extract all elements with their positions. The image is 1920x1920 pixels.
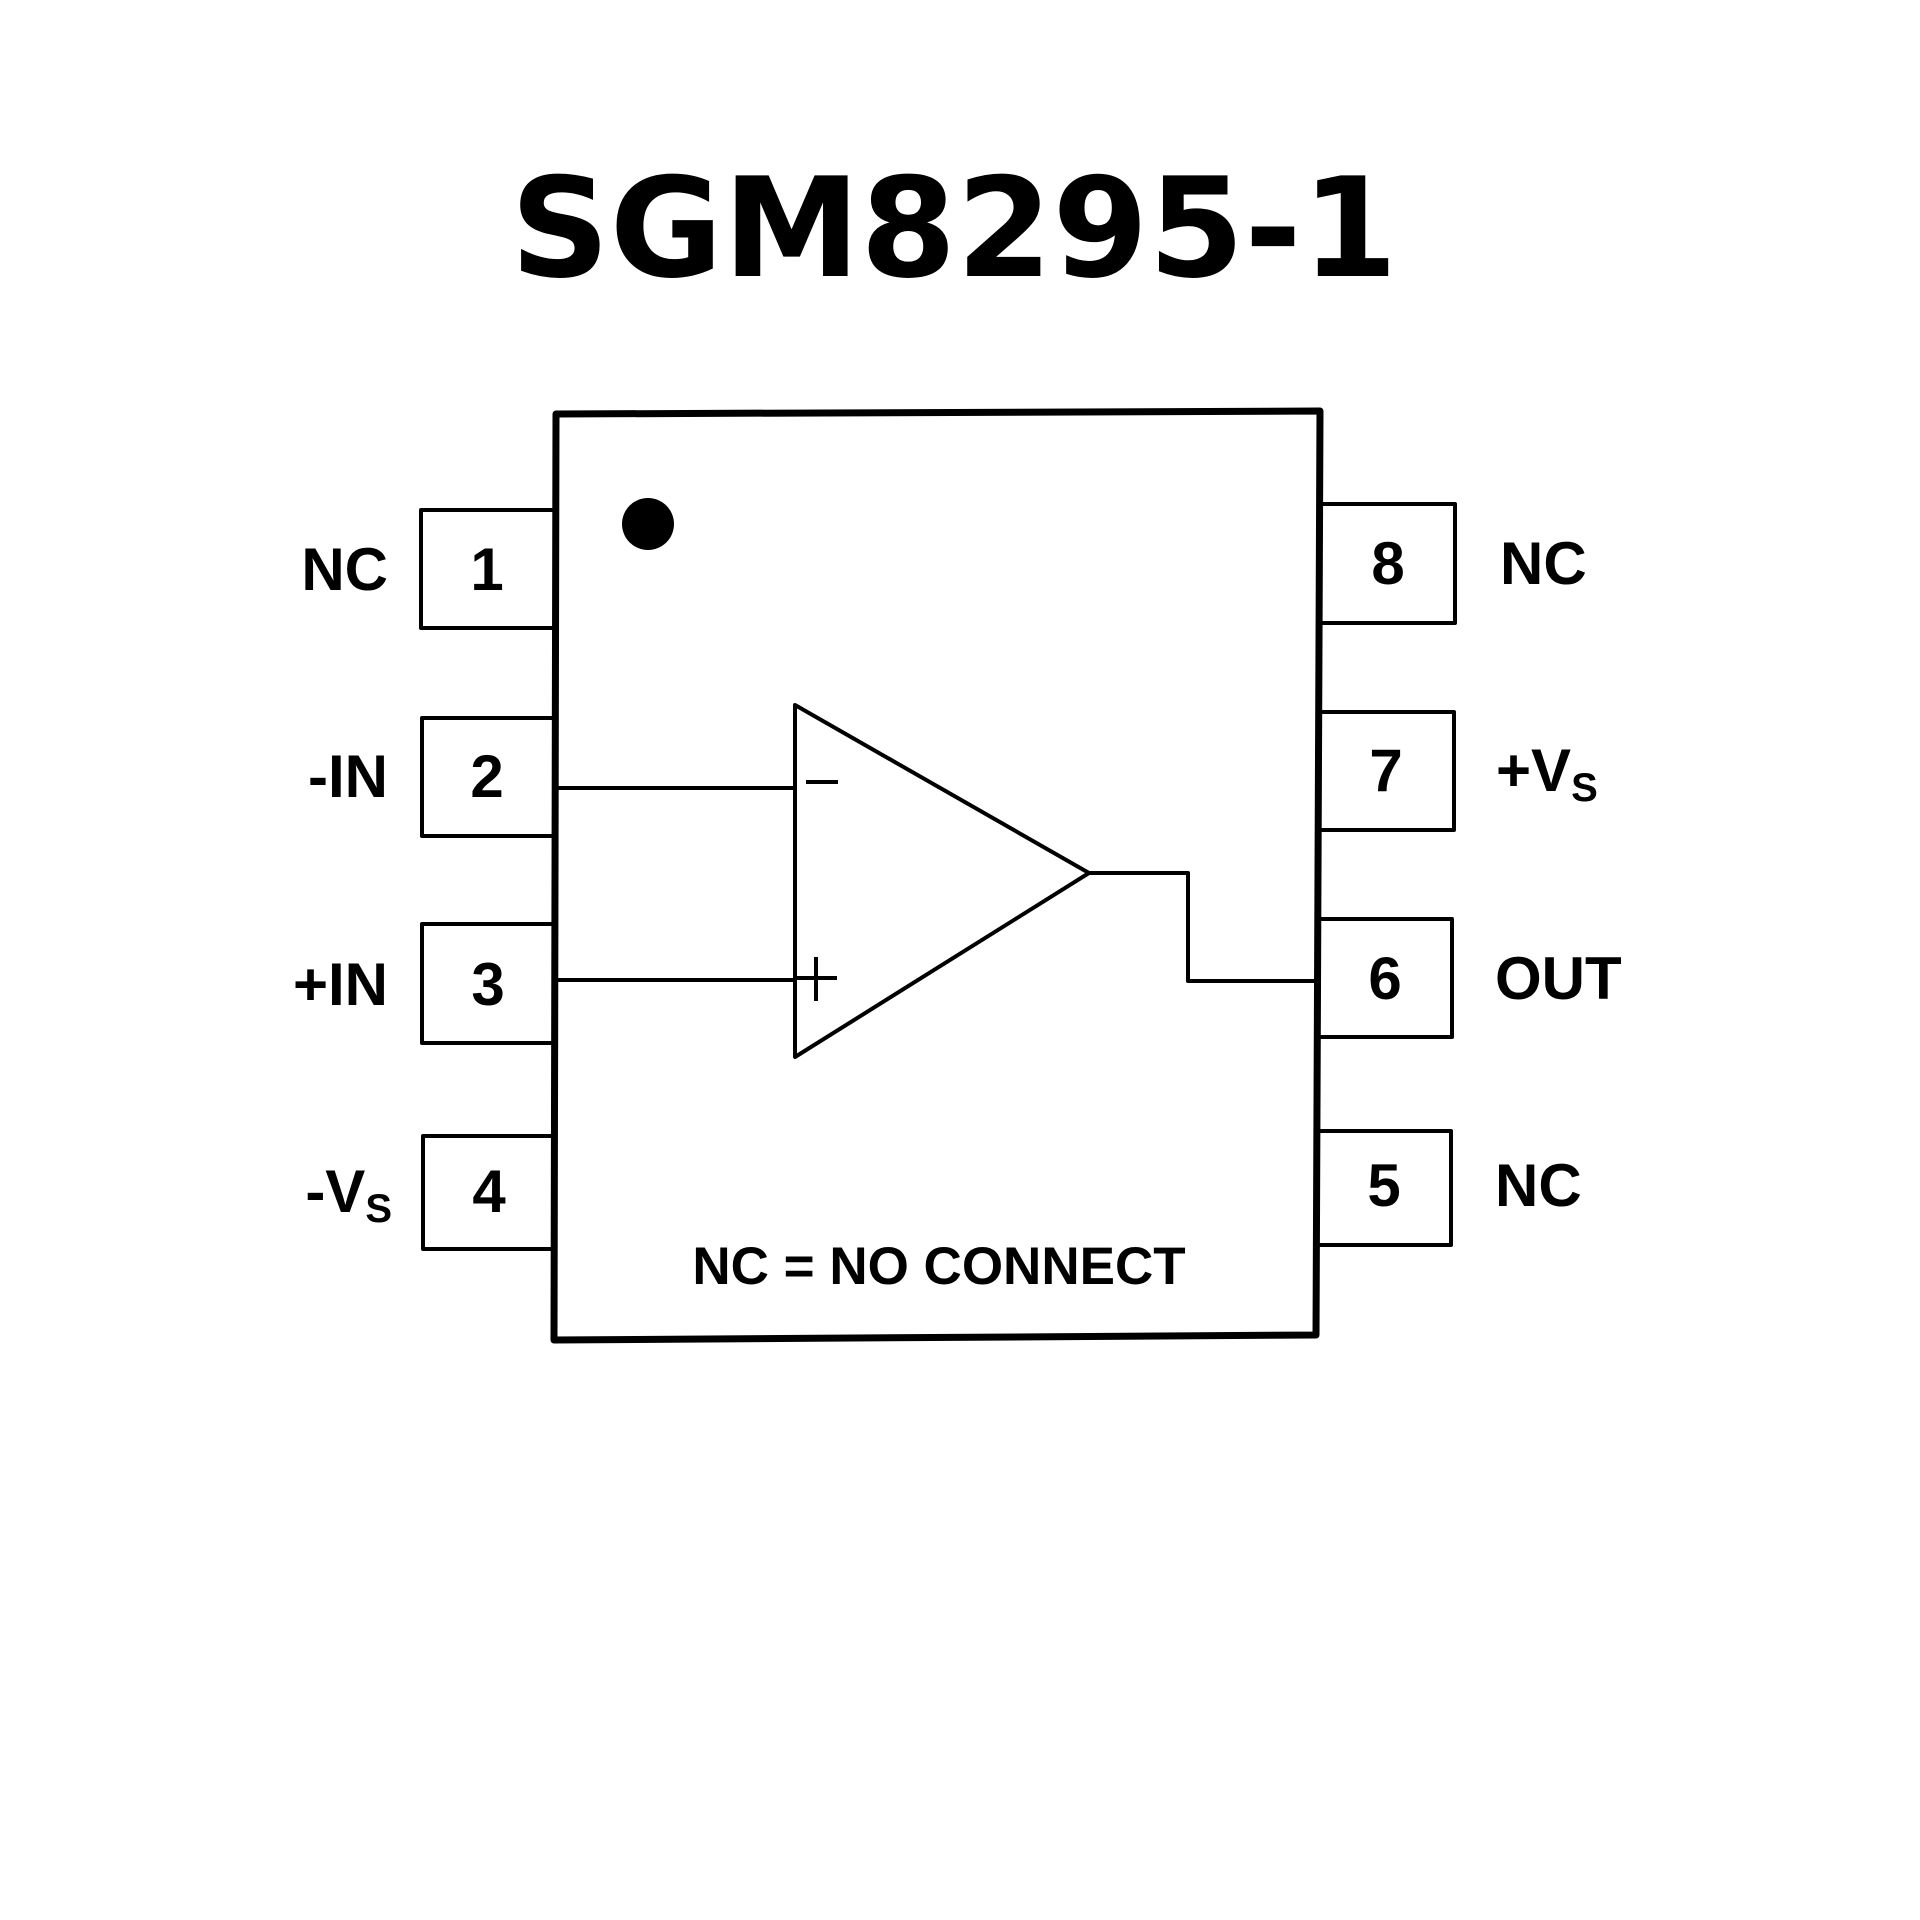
- pin-3: 3 +IN: [293, 922, 553, 1045]
- pin-4: 4 -VS: [305, 1134, 553, 1251]
- pin-4-box: [421, 1134, 553, 1251]
- pin-2-box: [420, 716, 553, 838]
- pin-2-number: 2: [470, 743, 503, 810]
- pin-1-indicator-dot: [622, 498, 674, 550]
- pin-4-label: -VS: [305, 1158, 392, 1231]
- pin-6-label: OUT: [1495, 945, 1622, 1012]
- pin-6: 6 OUT: [1320, 917, 1622, 1039]
- chip-body: [550, 407, 1324, 1344]
- pin-1-box: [419, 508, 553, 630]
- pin-2: 2 -IN: [308, 716, 553, 838]
- pin-8-box: [1322, 502, 1457, 625]
- pin-8-number: 8: [1371, 530, 1404, 597]
- pin-1-label: NC: [301, 536, 388, 603]
- pin-5-number: 5: [1367, 1152, 1400, 1219]
- pin-8-label: NC: [1500, 530, 1587, 597]
- pin-3-number: 3: [471, 951, 504, 1018]
- chip-title: SGM8295-1: [510, 148, 1397, 309]
- pin-4-number: 4: [472, 1158, 506, 1225]
- plus-sign-icon: [796, 957, 837, 1001]
- pin-5-label: NC: [1495, 1152, 1582, 1219]
- pin-6-box: [1320, 917, 1454, 1039]
- pin-1-number: 1: [470, 536, 503, 603]
- pin-5-box: [1318, 1129, 1453, 1247]
- output-wire: [1089, 871, 1316, 983]
- pin-2-label: -IN: [308, 743, 388, 810]
- pin-7: 7 +VS: [1321, 710, 1598, 832]
- pin-7-number: 7: [1369, 737, 1402, 804]
- pin-7-box: [1321, 710, 1456, 832]
- nc-note: NC = NO CONNECT: [692, 1237, 1185, 1296]
- pin-7-label: +VS: [1496, 737, 1598, 810]
- pin-6-number: 6: [1368, 945, 1401, 1012]
- pin-3-label: +IN: [293, 951, 388, 1018]
- pin-8: 8 NC: [1322, 502, 1587, 625]
- pin-1: 1 NC: [301, 508, 553, 630]
- pin-5: 5 NC: [1318, 1129, 1582, 1247]
- opamp-triangle: [793, 703, 1091, 1059]
- pin-3-box: [420, 922, 553, 1045]
